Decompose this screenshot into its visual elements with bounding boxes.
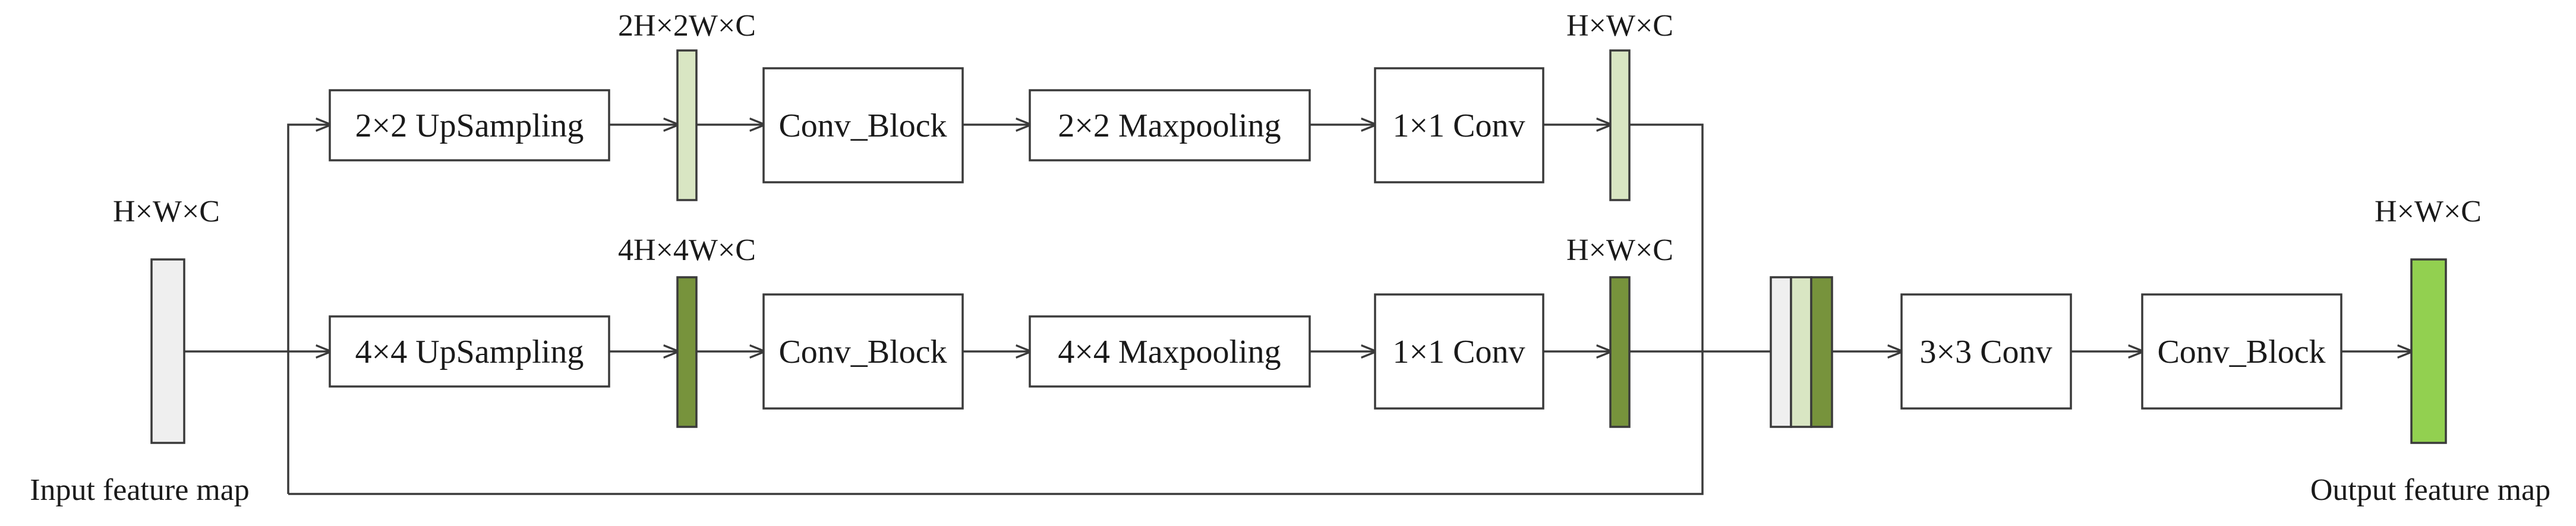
input-feature-map-group: H×W×C Input feature map [30, 195, 250, 507]
bottom-branch-dim-label: 4H×4W×C [618, 233, 756, 267]
top-output-to-merge-line [288, 123, 1704, 495]
top-branch-dim-label: 2H×2W×C [618, 9, 756, 43]
bottom-convblock-label: Conv_Block [778, 334, 947, 370]
bottom-maxpool-box [1029, 315, 1311, 388]
input-caption: Input feature map [30, 473, 250, 507]
output-caption: Output feature map [2310, 473, 2550, 507]
merge-convblock-label: Conv_Block [2157, 334, 2325, 370]
connectors [184, 123, 2411, 495]
bottom-conv1x1-box [1374, 293, 1544, 410]
bottom-maxpool-label: 4×4 Maxpooling [1058, 334, 1281, 370]
input-feature-map [150, 258, 185, 444]
output-dim-label: H×W×C [2375, 195, 2482, 229]
top-branch: 2×2 UpSampling 2H×2W×C Conv_Block 2×2 Ma… [329, 9, 1673, 201]
concat-slice-input [1770, 276, 1792, 428]
concat-slice-bottom [1810, 276, 1833, 428]
output-feature-map [2410, 258, 2447, 444]
bottom-convblock-box [762, 293, 964, 410]
merge-convblock-box [2141, 293, 2342, 410]
top-upsampled-map [676, 49, 698, 201]
bottom-branch-out-dim-label: H×W×C [1566, 233, 1673, 267]
top-convblock-label: Conv_Block [778, 107, 947, 144]
input-dim-label: H×W×C [113, 195, 220, 229]
top-maxpool-label: 2×2 Maxpooling [1058, 107, 1281, 144]
merge-section: 3×3 Conv Conv_Block H×W×C Output feature… [1770, 195, 2550, 507]
bottom-upsampled-map [676, 276, 698, 428]
input-to-top-upsampling-arrow [287, 125, 330, 494]
top-upsampling-box [329, 89, 610, 161]
top-conv1x1-box [1374, 67, 1544, 183]
bottom-conv1x1-label: 1×1 Conv [1393, 334, 1525, 370]
bottom-branch: 4×4 UpSampling 4H×4W×C Conv_Block 4×4 Ma… [329, 233, 1673, 428]
top-convblock-box [762, 67, 964, 183]
top-output-map [1609, 49, 1631, 201]
concat-slice-top [1790, 276, 1812, 428]
top-upsampling-label: 2×2 UpSampling [355, 107, 584, 144]
merge-conv3x3-label: 3×3 Conv [1920, 334, 2052, 370]
top-maxpool-box [1029, 89, 1311, 161]
bottom-upsampling-label: 4×4 UpSampling [355, 334, 584, 370]
top-branch-out-dim-label: H×W×C [1566, 9, 1673, 43]
merge-conv3x3-box [1900, 293, 2072, 410]
bottom-output-map [1609, 276, 1631, 428]
top-conv1x1-label: 1×1 Conv [1393, 107, 1525, 144]
bottom-upsampling-box [329, 315, 610, 388]
